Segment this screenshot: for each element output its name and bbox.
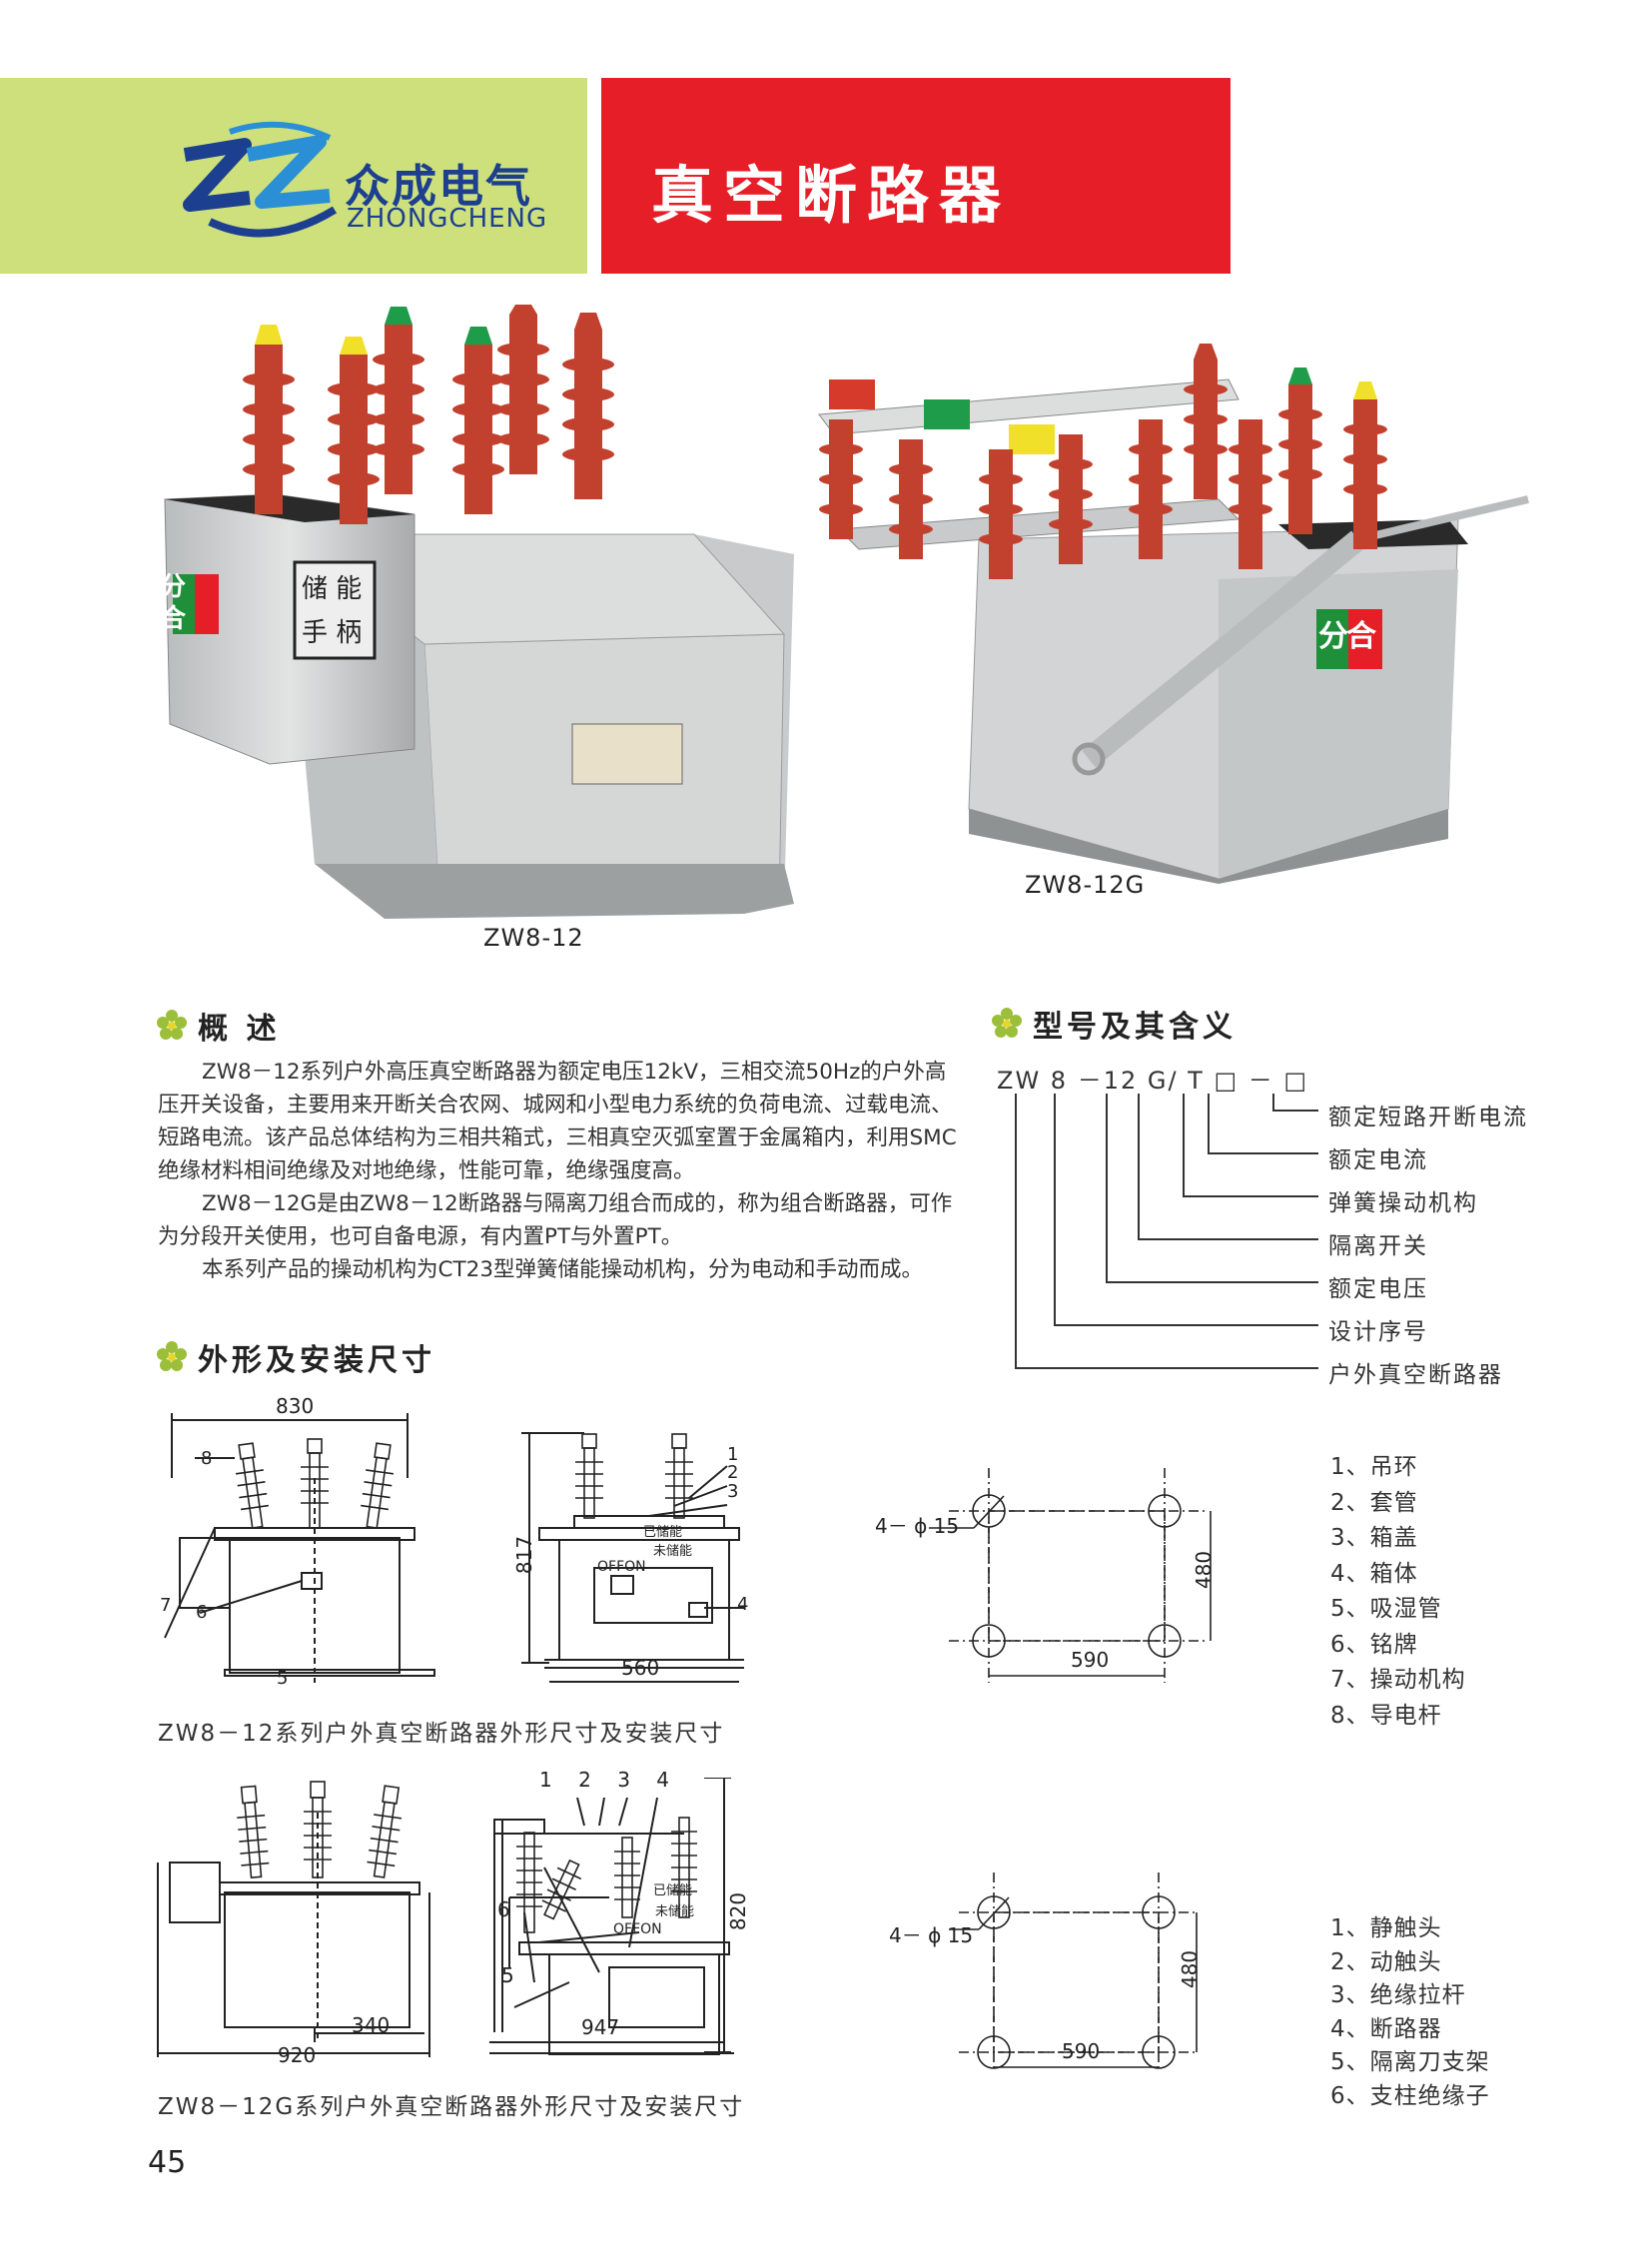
- fig2-mount-width-590: 590: [1062, 2039, 1101, 2063]
- fig2-side-view-drawing: [489, 1778, 734, 2055]
- model-meaning-item: 设计序号: [1328, 1319, 1428, 1345]
- overview-heading: 概 述: [198, 1012, 281, 1047]
- fig2-caption: ZW8－12G系列户外真空断路器外形尺寸及安装尺寸: [158, 2094, 745, 2120]
- fig1-callout-2: 2: [727, 1462, 739, 1483]
- fig2-width-920: 920: [278, 2043, 317, 2067]
- fig1-part-item: 3、箱盖: [1330, 1525, 1418, 1551]
- model-code-bracket-lines: [1015, 1094, 1318, 1369]
- fig2-height-820: 820: [726, 1891, 751, 1931]
- flower-bullet-icon: [157, 1341, 187, 1371]
- fig1-part-item: 7、操动机构: [1330, 1667, 1466, 1693]
- page-title: 真空断路器: [651, 159, 1012, 232]
- fig2-mount-height-480: 480: [1178, 1949, 1203, 1989]
- switch-label-open-g: 分: [1318, 619, 1348, 654]
- fig2-callout-5: 5: [501, 1963, 514, 1987]
- model-code: ZW 8 －12 G/ T □ － □: [997, 1067, 1309, 1095]
- fig1-part-item: 2、套管: [1330, 1489, 1418, 1516]
- fig2-part-item: 6、支柱绝缘子: [1330, 2082, 1490, 2109]
- model-meaning-heading: 型号及其含义: [1033, 1010, 1237, 1045]
- model-meaning-item: 额定短路开断电流: [1328, 1105, 1528, 1130]
- fig1-part-item: 8、导电杆: [1330, 1702, 1442, 1729]
- fig2-part-item: 3、绝缘拉杆: [1330, 1982, 1466, 2008]
- fig2-mount-hole-spec: 4－ ϕ 15: [889, 1923, 974, 1947]
- zw8-12-product-illustration: [164, 305, 794, 919]
- model-meaning-item: 户外真空断路器: [1328, 1362, 1503, 1388]
- fig1-callout-1: 1: [727, 1444, 739, 1465]
- fig1-callout-6: 6: [196, 1602, 208, 1623]
- model-meaning-item: 额定电流: [1328, 1147, 1428, 1173]
- fig1-panel-offon: OFFON: [597, 1559, 646, 1575]
- fig1-mount-height-480: 480: [1192, 1550, 1217, 1590]
- overview-paragraph-2: ZW8－12G是由ZW8－12断路器与隔离刀组合而成的，称为组合断路器，可作为分…: [158, 1191, 953, 1249]
- fig2-panel-uncharged: 未储能: [655, 1904, 695, 1919]
- overview-paragraph-1: ZW8－12系列户外高压真空断路器为额定电压12kV，三相交流50Hz的户外高压…: [158, 1060, 957, 1183]
- fig1-mount-hole-spec: 4－ ϕ 15: [875, 1514, 960, 1538]
- header-title-panel: [601, 78, 1231, 274]
- brand-logo-icon: [183, 121, 338, 238]
- flower-bullet-icon: [992, 1008, 1022, 1038]
- model-meaning-item: 弹簧操动机构: [1328, 1190, 1478, 1216]
- page-number: 45: [148, 2145, 187, 2180]
- photo-caption-zw8-12: ZW8-12: [483, 924, 584, 952]
- fig1-part-item: 1、吊环: [1330, 1454, 1418, 1480]
- brand-name-en: ZHONGCHENG: [347, 204, 548, 234]
- fig1-panel-uncharged: 未储能: [653, 1544, 693, 1559]
- fig1-callout-8: 8: [201, 1448, 213, 1469]
- switch-label-close-g: 合: [1346, 619, 1376, 654]
- fig1-caption: ZW8－12系列户外真空断路器外形尺寸及安装尺寸: [158, 1721, 725, 1747]
- fig2-mounting-holes-drawing: [949, 1872, 1199, 2072]
- switch-label-close: 合: [160, 604, 186, 634]
- fig2-part-item: 4、断路器: [1330, 2015, 1442, 2042]
- fig1-side-view-drawing: [521, 1432, 744, 1683]
- fig1-callout-7: 7: [160, 1595, 172, 1616]
- fig2-part-item: 1、静触头: [1330, 1915, 1442, 1941]
- brand-name-cn: 众成电气: [345, 160, 533, 213]
- overview-paragraph-3: 本系列产品的操动机构为CT23型弹簧储能操动机构，分为电动和手动而成。: [202, 1257, 924, 1282]
- fig1-height-817: 817: [512, 1535, 537, 1575]
- dimensions-heading: 外形及安装尺寸: [198, 1343, 435, 1378]
- fig1-front-view-drawing: [164, 1413, 435, 1683]
- fig2-callout-1: 1: [539, 1768, 562, 1792]
- flower-bullet-icon: [157, 1010, 187, 1040]
- fig1-callout-4: 4: [737, 1594, 749, 1615]
- fig2-part-item: 2、动触头: [1330, 1948, 1442, 1975]
- storage-handle-label-2: 手 柄: [302, 618, 363, 648]
- fig1-callout-3: 3: [727, 1481, 739, 1502]
- fig1-part-item: 6、铭牌: [1330, 1631, 1418, 1658]
- fig2-callout-4: 4: [656, 1768, 680, 1792]
- fig2-offset-340: 340: [352, 2013, 391, 2037]
- fig1-width-560: 560: [621, 1656, 660, 1680]
- fig2-callout-2: 2: [578, 1768, 601, 1792]
- fig1-mount-width-590: 590: [1071, 1648, 1110, 1672]
- fig2-width-947: 947: [581, 2015, 620, 2039]
- fig2-panel-charged: 已储能: [653, 1883, 693, 1898]
- fig2-front-view-drawing: [157, 1781, 430, 2057]
- fig1-mounting-holes-drawing: [929, 1468, 1212, 1683]
- fig1-width-830: 830: [276, 1394, 315, 1418]
- fig2-callout-3: 3: [617, 1768, 640, 1792]
- fig1-callout-5: 5: [277, 1668, 289, 1689]
- fig2-panel-offon: OFFON: [613, 1921, 662, 1937]
- fig1-part-item: 5、吸湿管: [1330, 1596, 1442, 1622]
- fig1-panel-charged: 已储能: [643, 1525, 683, 1540]
- switch-label-open: 分: [160, 572, 186, 602]
- photo-caption-zw8-12g: ZW8-12G: [1025, 871, 1146, 899]
- zw8-12g-product-illustration: [818, 344, 1529, 884]
- fig1-part-item: 4、箱体: [1330, 1560, 1418, 1587]
- storage-handle-label-1: 储 能: [302, 574, 363, 604]
- fig2-part-item: 5、隔离刀支架: [1330, 2049, 1490, 2075]
- fig2-callout-6: 6: [497, 1897, 510, 1921]
- model-meaning-item: 额定电压: [1328, 1276, 1428, 1302]
- model-meaning-item: 隔离开关: [1328, 1233, 1428, 1259]
